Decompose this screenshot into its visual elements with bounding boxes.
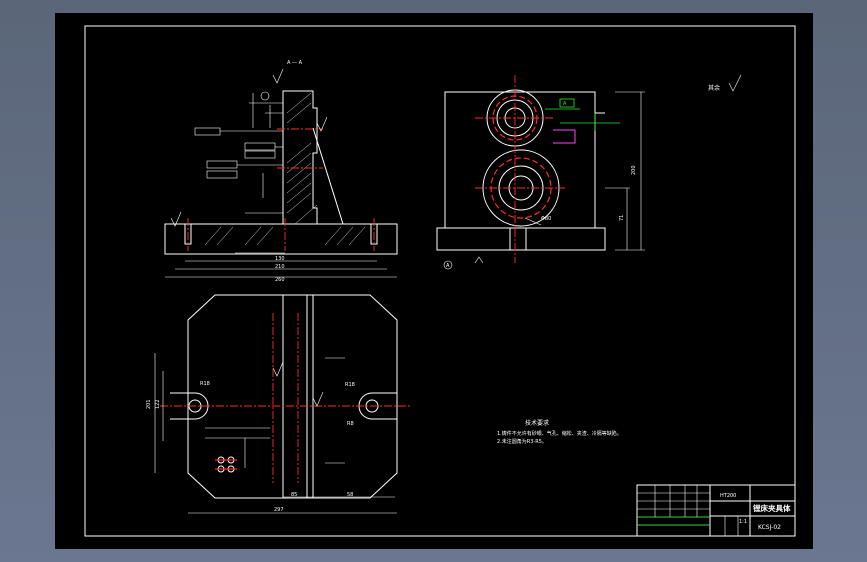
drawing-border: [84, 25, 796, 537]
side-dim-200: 200: [631, 165, 637, 175]
front-upright: [282, 90, 318, 224]
side-base: [436, 227, 606, 251]
front-base: [164, 223, 398, 255]
top-body: [187, 294, 398, 499]
top-dim-r18-left: R18: [200, 381, 210, 387]
svg-text:A: A: [563, 101, 567, 107]
view-marker: A: [446, 263, 450, 269]
tech-title: 技术要求: [525, 419, 549, 427]
roughness-note: 其余: [708, 84, 720, 92]
tech-item-2: 2.未注圆角为R3-R5。: [497, 438, 547, 445]
side-dim-71: 71: [619, 215, 625, 221]
top-dim-122: 122: [155, 399, 161, 409]
scale-text: 1:1: [739, 519, 747, 525]
front-section-view: A — A: [164, 60, 398, 283]
part-name-text: 镗床夹具体: [753, 503, 791, 513]
title-block: HT200 镗床夹具体 KCSJ-02 1:1: [636, 484, 796, 537]
cad-drawing: A — A: [84, 25, 796, 537]
tech-requirements: 技术要求 1.铸件不允许有砂眼、气孔、缩松、夹渣、冷隔等缺陷。 2.未注圆角为R…: [497, 419, 622, 445]
front-dim-130: 130: [275, 256, 285, 262]
top-dim-r8: R8: [347, 421, 354, 427]
top-dim-297: 297: [274, 507, 284, 513]
front-dim-260: 260: [275, 277, 285, 283]
top-view: 201 122 297 85 58 R18 R18 R8: [146, 294, 410, 514]
material-text: HT200: [720, 493, 736, 499]
side-body: [444, 91, 596, 229]
top-dim-201: 201: [146, 399, 152, 409]
tech-item-1: 1.铸件不允许有砂眼、气孔、缩松、夹渣、冷隔等缺陷。: [497, 430, 622, 437]
drawing-viewport[interactable]: A — A: [55, 13, 813, 549]
top-dim-85: 85: [291, 492, 297, 498]
top-dim-r18-right: R18: [345, 382, 355, 388]
front-hatching: [204, 92, 366, 246]
side-view: A 200 71 Φ80 A 其余: [436, 74, 742, 270]
top-dim-58: 58: [347, 492, 353, 498]
front-dim-210: 210: [275, 264, 285, 270]
drawing-no-text: KCSJ-02: [758, 524, 781, 531]
front-rib: [312, 127, 344, 225]
side-dim-dia: Φ80: [541, 216, 551, 222]
section-label: A — A: [287, 60, 303, 66]
